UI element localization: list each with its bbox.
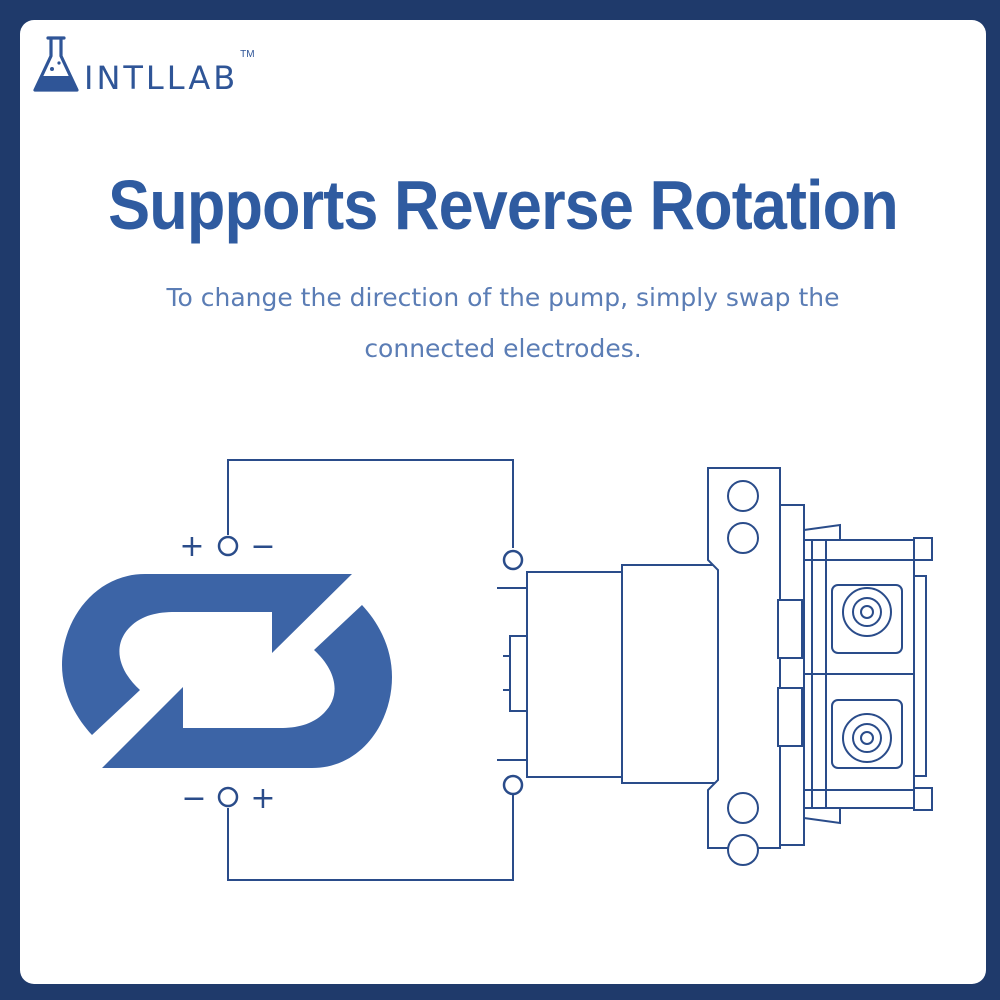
top-minus-label: − — [250, 529, 275, 564]
page-subtitle: To change the direction of the pump, sim… — [166, 283, 840, 363]
product-card: INTLLAB TM Supports Reverse Rotation To … — [20, 20, 986, 984]
wiring-diagram: + − − + — [62, 459, 933, 881]
bottom-minus-label: − — [181, 781, 206, 816]
brand-logo: INTLLAB TM — [32, 34, 255, 97]
bottom-plus-label: + — [250, 781, 275, 816]
terminal-nodes — [217, 535, 524, 808]
page-title: Supports Reverse Rotation — [108, 166, 899, 244]
brand-name: INTLLAB — [84, 59, 239, 97]
reverse-rotation-icon — [62, 574, 392, 768]
trademark-mark: TM — [240, 49, 255, 60]
top-plus-label: + — [179, 529, 204, 564]
circuit-wires — [227, 459, 527, 881]
flask-icon — [33, 36, 79, 92]
pump-motor-icon — [503, 467, 933, 866]
